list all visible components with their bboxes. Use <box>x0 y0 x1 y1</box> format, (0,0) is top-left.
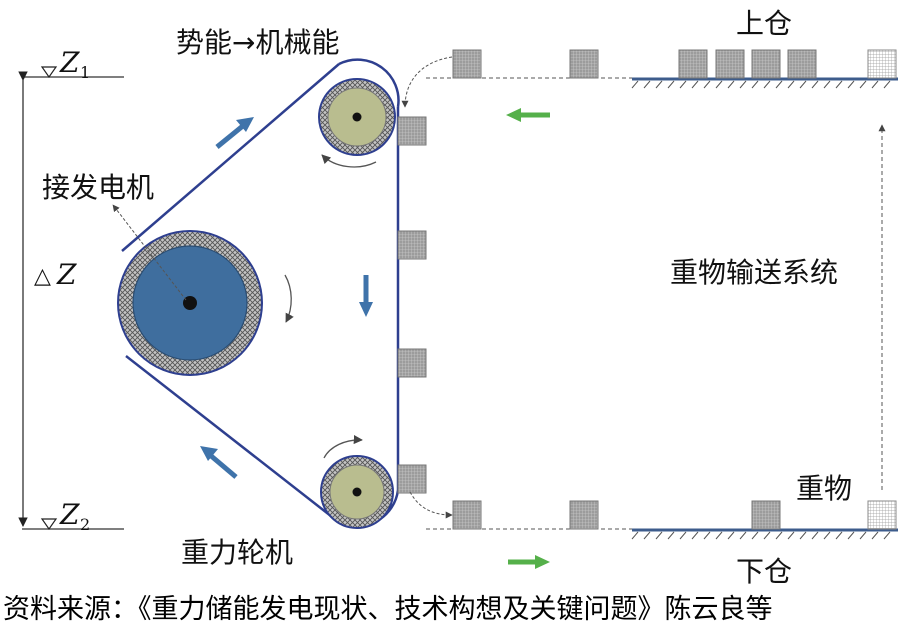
lower-storage-label: 下仓 <box>736 555 792 588</box>
weight-label: 重物 <box>796 472 852 505</box>
stored-weight-box <box>678 49 708 79</box>
height-scale: Z 1 Z 2 △ Z <box>18 46 124 534</box>
z1-level-marker-icon <box>40 66 58 79</box>
z1-subscript: 1 <box>80 63 90 82</box>
stored-weight-box <box>715 49 745 79</box>
z2-subscript: 2 <box>80 515 90 534</box>
flow-arrow-left-green-icon <box>506 108 550 122</box>
generator-wheel <box>117 230 263 376</box>
belt-weight-box <box>397 230 427 260</box>
bottom-pulley <box>320 455 394 529</box>
track-weight-box <box>569 49 599 79</box>
flow-arrow-up-left-icon <box>200 446 238 479</box>
lower-track <box>426 500 632 530</box>
stored-weight-box <box>751 500 781 530</box>
source-caption: 资料来源：《重力储能发电现状、技术构想及关键问题》陈云良等 <box>3 594 773 625</box>
top-pulley <box>318 78 396 156</box>
track-weight-box <box>452 500 482 530</box>
stored-weight-box-light <box>867 500 897 530</box>
belt-weight-box <box>397 464 427 494</box>
energy-conversion-label: 势能→机械能 <box>176 26 339 59</box>
belt-weights <box>397 116 427 494</box>
generator-rotation-arrow-icon <box>284 274 294 323</box>
stored-weight-box <box>751 49 781 79</box>
upper-transfer-arrow-icon <box>401 56 453 108</box>
z2-level-marker-icon <box>40 518 58 531</box>
track-weight-box <box>569 500 599 530</box>
z2-letter: Z <box>59 498 80 531</box>
delta-symbol: △ <box>34 264 51 289</box>
top-pulley-rotation-arrow-icon <box>321 154 377 168</box>
z1-letter: Z <box>59 46 80 79</box>
bottom-pulley-rotation-arrow-icon <box>323 435 363 459</box>
belt-weight-box <box>397 348 427 378</box>
upper-storage-platform <box>631 49 898 89</box>
generator-label: 接发电机 <box>42 171 154 204</box>
belt-weight-box <box>397 116 427 146</box>
transport-system-label: 重物输送系统 <box>670 256 838 289</box>
upper-storage-label: 上仓 <box>736 7 792 40</box>
track-weight-box <box>452 49 482 79</box>
stored-weight-box <box>787 49 817 79</box>
flow-arrow-right-green-icon <box>508 555 550 569</box>
lower-storage-platform <box>631 500 898 540</box>
lower-transfer-arrow-icon <box>409 491 453 519</box>
flow-arrow-down-icon <box>359 275 373 317</box>
upper-track <box>426 49 632 79</box>
delta-z-letter: Z <box>56 258 77 291</box>
conveyor-belt <box>121 58 400 528</box>
gravity-wheel-label: 重力轮机 <box>181 536 293 569</box>
stored-weight-box-light <box>867 49 897 79</box>
flow-arrow-up-right-icon <box>215 117 254 149</box>
